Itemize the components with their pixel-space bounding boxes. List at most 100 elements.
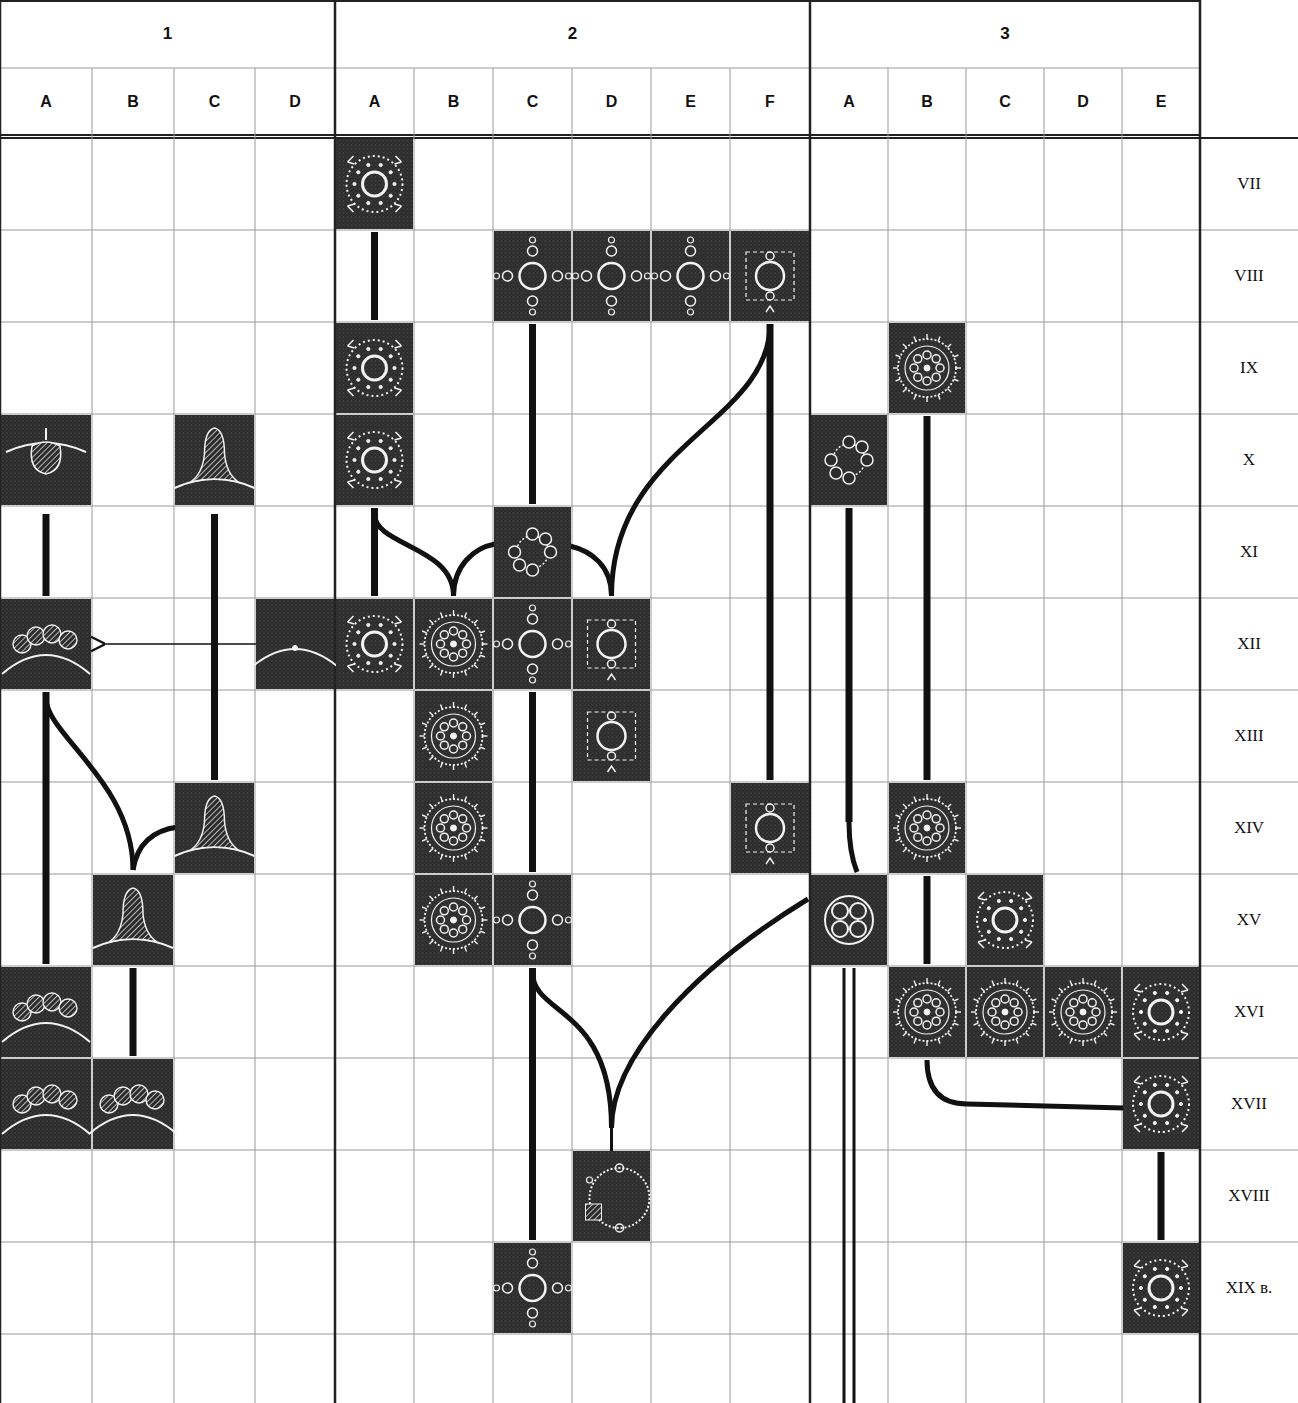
ornament-symbol <box>494 1243 572 1333</box>
ornament-symbol <box>889 967 965 1057</box>
century-label: X <box>1243 450 1255 470</box>
grid-line <box>730 68 731 1403</box>
lineage-curve <box>375 514 454 596</box>
century-label: XI <box>1240 542 1258 562</box>
ornament-symbol <box>811 415 887 505</box>
ornament-symbol <box>889 783 965 873</box>
lineage-curve <box>46 698 133 870</box>
ornament-symbol <box>336 139 413 229</box>
ornament-symbol <box>967 875 1043 965</box>
lineage-lines <box>46 232 1161 1403</box>
lineage-bar <box>529 692 536 872</box>
ornament-symbol <box>1 1059 91 1149</box>
lineage-curve <box>612 324 771 596</box>
lineage-curve <box>612 899 809 1128</box>
group-number: 1 <box>163 24 172 44</box>
lineage-bar <box>43 692 50 964</box>
ornament-symbol <box>415 783 492 873</box>
ornament-symbol <box>811 875 887 965</box>
ornament-symbol <box>731 231 809 321</box>
grid-line <box>255 68 256 1403</box>
grid-line <box>0 874 1298 875</box>
column-letter: D <box>1077 93 1089 111</box>
lineage-bar <box>130 968 137 1056</box>
grid-line <box>809 0 812 1403</box>
ornament-symbol <box>573 691 650 781</box>
grid-line <box>1122 68 1123 1403</box>
lineage-bar <box>371 232 378 320</box>
derivation-arrow <box>104 643 257 645</box>
ornament-symbol <box>1123 1243 1199 1333</box>
grid-line <box>572 68 573 1403</box>
column-letter: B <box>127 93 139 111</box>
grid-line <box>1199 0 1202 1403</box>
ornament-symbol <box>415 691 492 781</box>
column-letter: E <box>685 93 696 111</box>
group-number: 2 <box>568 24 577 44</box>
column-letter: B <box>921 93 933 111</box>
century-label: XVII <box>1231 1094 1267 1114</box>
ornament-symbol <box>89 1059 177 1149</box>
grid-line <box>493 68 494 1403</box>
lineage-bar <box>211 514 218 780</box>
ornament-symbol <box>175 415 255 505</box>
grid-line <box>966 68 967 1403</box>
grid-line <box>0 1150 1298 1151</box>
century-label: XVI <box>1234 1002 1264 1022</box>
ornament-symbol <box>494 507 571 597</box>
lineage-bar <box>846 508 853 822</box>
ornament-symbol <box>573 1151 650 1241</box>
ornament-symbol <box>967 967 1043 1057</box>
column-letter: A <box>843 93 855 111</box>
grid-line <box>0 966 1298 967</box>
ornament-symbol <box>336 323 413 413</box>
lineage-bar <box>529 324 536 504</box>
ornament-symbol <box>494 875 572 965</box>
grid-line <box>0 0 1 1403</box>
group-number: 3 <box>1000 24 1009 44</box>
ornament-symbol <box>1123 967 1199 1057</box>
ornament-symbol <box>175 783 255 873</box>
century-label: XV <box>1237 910 1262 930</box>
ornament-symbol <box>1 967 91 1057</box>
lineage-bar <box>924 416 931 780</box>
grid-line <box>414 68 415 1403</box>
ornament-symbol <box>253 599 337 689</box>
lineage-bar <box>924 876 931 964</box>
ornament-symbol <box>336 599 413 689</box>
lineage-bar <box>1158 1152 1165 1240</box>
column-letter: A <box>40 93 52 111</box>
ornament-symbol <box>573 599 650 689</box>
ornament-symbol <box>415 599 492 689</box>
column-letter: C <box>209 93 221 111</box>
grid-line <box>0 598 1298 599</box>
ornament-symbol <box>1045 967 1121 1057</box>
column-letter: B <box>448 93 460 111</box>
ornament-symbol <box>1 415 91 505</box>
century-label: XIII <box>1234 726 1263 746</box>
lineage-curve <box>849 822 857 872</box>
ornament-symbol <box>573 231 651 321</box>
grid-line <box>651 68 652 1403</box>
grid-line <box>0 137 1298 139</box>
ornament-symbol <box>415 875 492 965</box>
grid-line <box>92 68 93 1403</box>
grid-line <box>0 414 1298 415</box>
grid-line <box>0 1242 1298 1243</box>
grid-line <box>334 0 337 1403</box>
century-label: XVIII <box>1228 1186 1270 1206</box>
ornament-symbol <box>93 875 173 965</box>
lineage-curve <box>570 546 612 596</box>
grid-line <box>174 68 175 1403</box>
ornament-symbol <box>336 415 413 505</box>
column-letter: C <box>999 93 1011 111</box>
grid-line <box>0 506 1298 507</box>
grid-line <box>0 230 1298 231</box>
grid-line <box>0 68 1200 69</box>
ornament-symbol <box>652 231 730 321</box>
grid-line <box>0 134 1200 136</box>
century-label: XIV <box>1234 818 1264 838</box>
century-label: VII <box>1237 174 1261 194</box>
column-letter: A <box>369 93 381 111</box>
symbol-boxes <box>1 139 1199 1333</box>
